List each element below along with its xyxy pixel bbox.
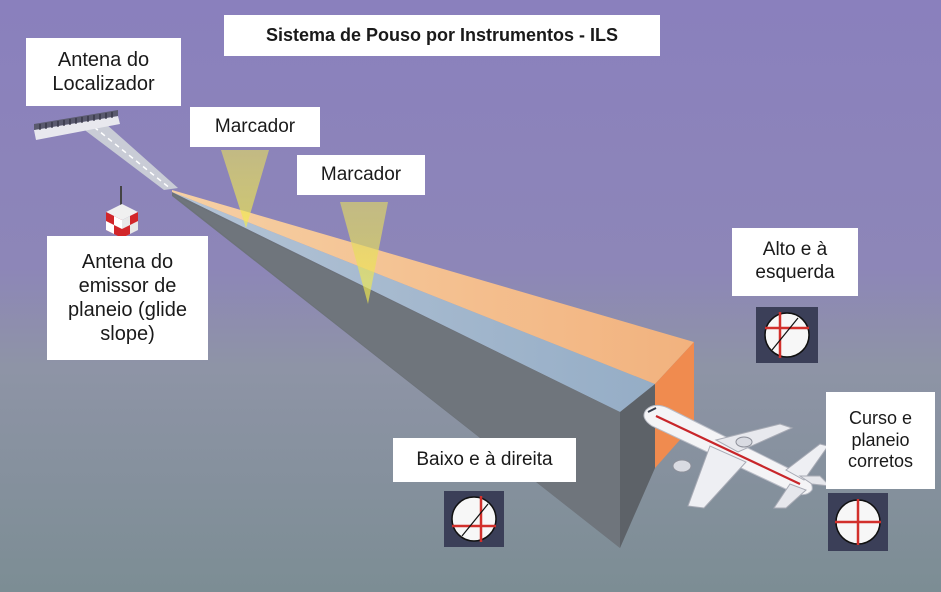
middle-marker-label: Marcador bbox=[297, 155, 425, 195]
beam-end-cap bbox=[655, 342, 694, 468]
ils-indicator-on-course-icon bbox=[828, 493, 888, 551]
low-right-label: Baixo e à direita bbox=[393, 438, 576, 482]
localizer-antenna-icon bbox=[34, 110, 120, 140]
diagram-title: Sistema de Pouso por Instrumentos - ILS bbox=[224, 15, 660, 56]
runway bbox=[82, 124, 178, 190]
high-left-label: Alto e à esquerda bbox=[732, 228, 858, 296]
outer-marker-label: Marcador bbox=[190, 107, 320, 147]
marker-beam-middle bbox=[340, 202, 388, 304]
beam-end-dark bbox=[620, 384, 655, 548]
beam-top-face bbox=[172, 190, 694, 384]
runway-centerline bbox=[93, 126, 172, 190]
ils-indicator-high-left-icon bbox=[756, 307, 818, 363]
airplane-icon bbox=[643, 404, 832, 509]
glide-slope-antenna-icon bbox=[106, 186, 138, 238]
glide-slope-antenna-label: Antena do emissor de planeio (glide slop… bbox=[47, 236, 208, 360]
marker-beam-outer bbox=[221, 150, 269, 228]
localizer-antenna-label: Antena do Localizador bbox=[26, 38, 181, 106]
on-course-label: Curso e planeio corretos bbox=[826, 392, 935, 489]
beam-blue-face bbox=[172, 192, 655, 412]
ils-indicator-low-right-icon bbox=[444, 491, 504, 547]
